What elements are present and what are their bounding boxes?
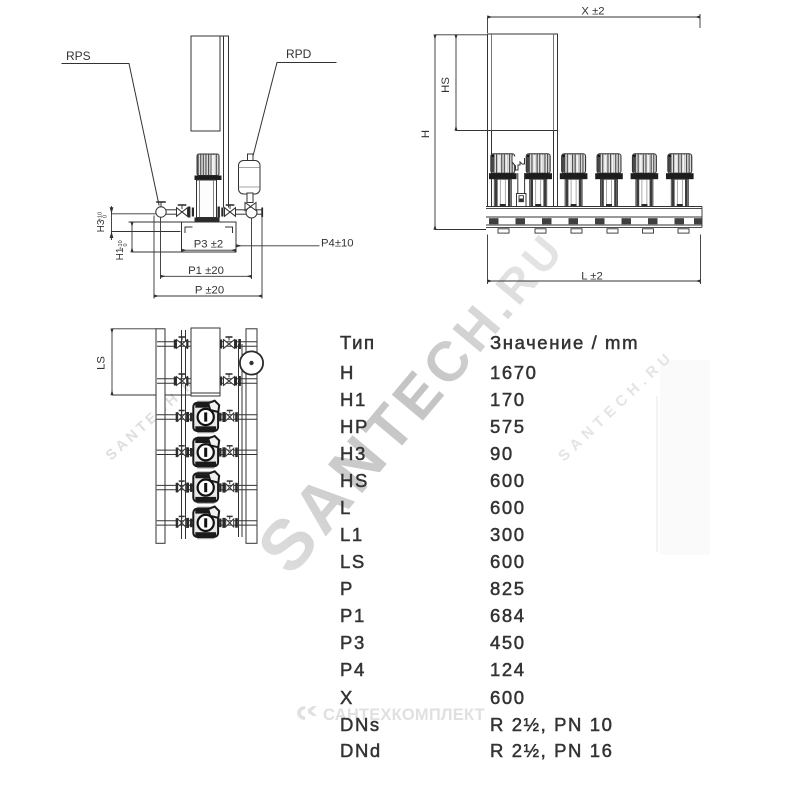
svg-text:H1: H1	[340, 389, 367, 410]
svg-text:X ±2: X ±2	[581, 6, 604, 18]
svg-text:HS: HS	[340, 470, 369, 491]
svg-text:L1: L1	[340, 524, 364, 545]
svg-text:RPS: RPS	[66, 49, 91, 63]
svg-text:DNs: DNs	[340, 714, 381, 735]
svg-text:DNd: DNd	[340, 740, 382, 761]
svg-text:RPD: RPD	[286, 47, 312, 61]
svg-text:575: 575	[490, 416, 526, 437]
svg-text:825: 825	[490, 578, 526, 599]
svg-text:600: 600	[490, 687, 526, 708]
svg-text:Значение / mm: Значение / mm	[490, 332, 639, 353]
svg-text:90: 90	[490, 443, 514, 464]
svg-text:P: P	[340, 578, 354, 599]
svg-text:0: 0	[103, 215, 109, 218]
svg-text:P3: P3	[340, 632, 366, 653]
svg-text:P ±20: P ±20	[195, 285, 224, 297]
svg-text:X: X	[340, 687, 354, 708]
svg-text:LS: LS	[340, 551, 366, 572]
svg-text:R 2½, PN 10: R 2½, PN 10	[490, 714, 614, 735]
svg-text:H3: H3	[96, 219, 107, 232]
svg-text:P1 ±20: P1 ±20	[188, 265, 224, 277]
svg-text:HP: HP	[340, 416, 369, 437]
svg-text:124: 124	[490, 659, 526, 680]
svg-text:600: 600	[490, 551, 526, 572]
svg-text:300: 300	[490, 524, 526, 545]
svg-text:L: L	[340, 497, 352, 518]
svg-text:H: H	[340, 362, 355, 383]
svg-text:P3 ±2: P3 ±2	[194, 239, 223, 251]
svg-text:H3: H3	[340, 443, 367, 464]
svg-text:H: H	[420, 130, 432, 138]
svg-text:684: 684	[490, 605, 526, 626]
svg-text:P1: P1	[340, 605, 366, 626]
svg-text:600: 600	[490, 470, 526, 491]
svg-text:+10: +10	[98, 212, 104, 221]
svg-text:Тип: Тип	[340, 332, 376, 353]
svg-text:L ±2: L ±2	[581, 271, 603, 283]
svg-text:LS: LS	[96, 356, 108, 370]
svg-text:H1: H1	[115, 247, 126, 260]
svg-text:САНТЕХКОМПЛЕКТ: САНТЕХКОМПЛЕКТ	[323, 706, 485, 724]
svg-text:1670: 1670	[490, 362, 538, 383]
svg-text:450: 450	[490, 632, 526, 653]
svg-text:R 2½, PN 16: R 2½, PN 16	[490, 740, 614, 761]
svg-text:0: 0	[123, 243, 129, 246]
svg-text:HS: HS	[440, 77, 452, 93]
svg-text:+10: +10	[118, 240, 124, 249]
svg-text:600: 600	[490, 497, 526, 518]
svg-text:P4: P4	[340, 659, 366, 680]
svg-text:P4±10: P4±10	[321, 238, 354, 250]
svg-text:170: 170	[490, 389, 526, 410]
